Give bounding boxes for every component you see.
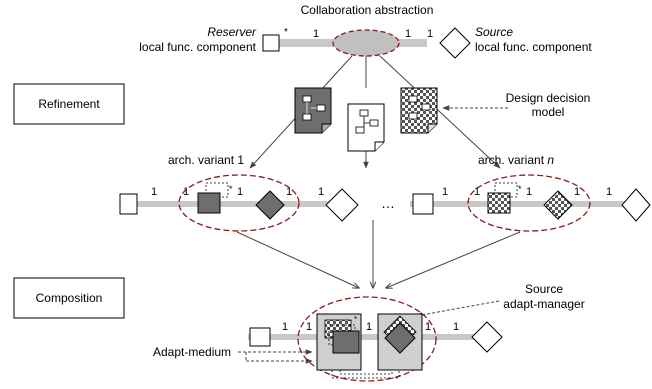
variant-n-source-diamond — [621, 188, 651, 222]
variant-n-dashed-frame — [494, 182, 518, 198]
arrow-to-variant-n — [379, 55, 501, 169]
composition-box — [13, 277, 125, 319]
vn-mult-5: 1 — [606, 186, 612, 198]
comp-mult-2: 1 — [306, 321, 312, 333]
variant-1-dashed-frame — [205, 182, 229, 198]
document-white — [347, 103, 385, 152]
comp-mult-4: 1 — [425, 321, 431, 333]
top-mult-left: 1 — [313, 28, 319, 40]
variant-n-label: arch. variant n — [478, 153, 554, 167]
variant-n-component — [487, 192, 511, 214]
refinement-box — [13, 83, 125, 125]
converge-right — [386, 231, 521, 288]
source-role: Source — [475, 25, 513, 39]
source-desc: local func. component — [475, 40, 592, 54]
adapt-manager-diamond — [384, 322, 416, 354]
variant-1-bar — [120, 201, 342, 207]
top-star-mult: * — [284, 27, 288, 38]
variant-n-prefix: arch. variant — [478, 153, 547, 167]
reserver-desc: local func. component — [139, 40, 256, 54]
composition-ellipse — [297, 296, 437, 382]
variant-1-label: arch. variant 1 — [168, 153, 244, 167]
adapt-link-1 — [331, 370, 400, 379]
document-dark — [294, 87, 332, 134]
top-reserver-square — [262, 34, 280, 52]
vn-mult-1: 1 — [442, 186, 448, 198]
variant-n-italic: n — [547, 153, 554, 167]
v1-mult-5: 1 — [318, 186, 324, 198]
source-manager-pointer — [415, 300, 500, 318]
comp-star: * — [354, 315, 357, 324]
adapt-medium-label: Adapt-medium — [153, 345, 231, 359]
refinement-label: Refinement — [38, 97, 100, 111]
vn-mult-3: 1 — [526, 186, 532, 198]
vn-mult-2: 1 — [474, 186, 480, 198]
composition-bar — [248, 334, 494, 340]
v1-mult-4: 1 — [286, 186, 292, 198]
composition-reserver — [249, 327, 271, 347]
v1-mult-3: 1 — [237, 186, 243, 198]
variant-1-ellipse — [178, 174, 300, 232]
comp-mult-5: 1 — [453, 321, 459, 333]
variant-n-bar — [410, 201, 636, 207]
top-mult-right: 1 — [405, 28, 411, 40]
variant-n-diamond — [543, 190, 573, 220]
variant-1-component — [197, 192, 221, 214]
v1-mult-2: 1 — [183, 186, 189, 198]
top-source-diamond — [439, 27, 471, 59]
design-decision-line1: Design decision — [506, 91, 591, 105]
variant-1-source-diamond — [325, 188, 359, 222]
comp-mult-3: 1 — [366, 321, 372, 333]
document-checkered — [400, 87, 438, 134]
variant-1-diamond — [255, 190, 285, 220]
variant-n-ellipse — [467, 174, 591, 232]
reserver-role: Reserver — [207, 25, 257, 39]
title: Collaboration abstraction — [301, 3, 434, 17]
vn-mult-4: 1 — [574, 186, 580, 198]
top-mult-right-2: 1 — [427, 28, 433, 40]
vn-star: * — [518, 184, 522, 194]
variant-1-reserver — [119, 193, 138, 215]
design-decision-line2: model — [532, 105, 565, 119]
source-manager-line1: Source — [525, 282, 563, 296]
adapt-link-2 — [339, 370, 393, 375]
variant-n-reserver — [412, 193, 434, 215]
composition-source-diamond — [471, 321, 503, 353]
adapt-medium-component — [332, 330, 360, 354]
source-manager-line2: adapt-manager — [503, 297, 584, 311]
converge-left — [236, 231, 359, 288]
top-collaboration-ellipse — [332, 29, 400, 57]
comp-mult-1: 1 — [282, 321, 288, 333]
ellipsis: … — [381, 195, 395, 211]
v1-star: * — [229, 184, 233, 194]
composition-label: Composition — [36, 291, 103, 305]
v1-mult-1: 1 — [151, 186, 157, 198]
